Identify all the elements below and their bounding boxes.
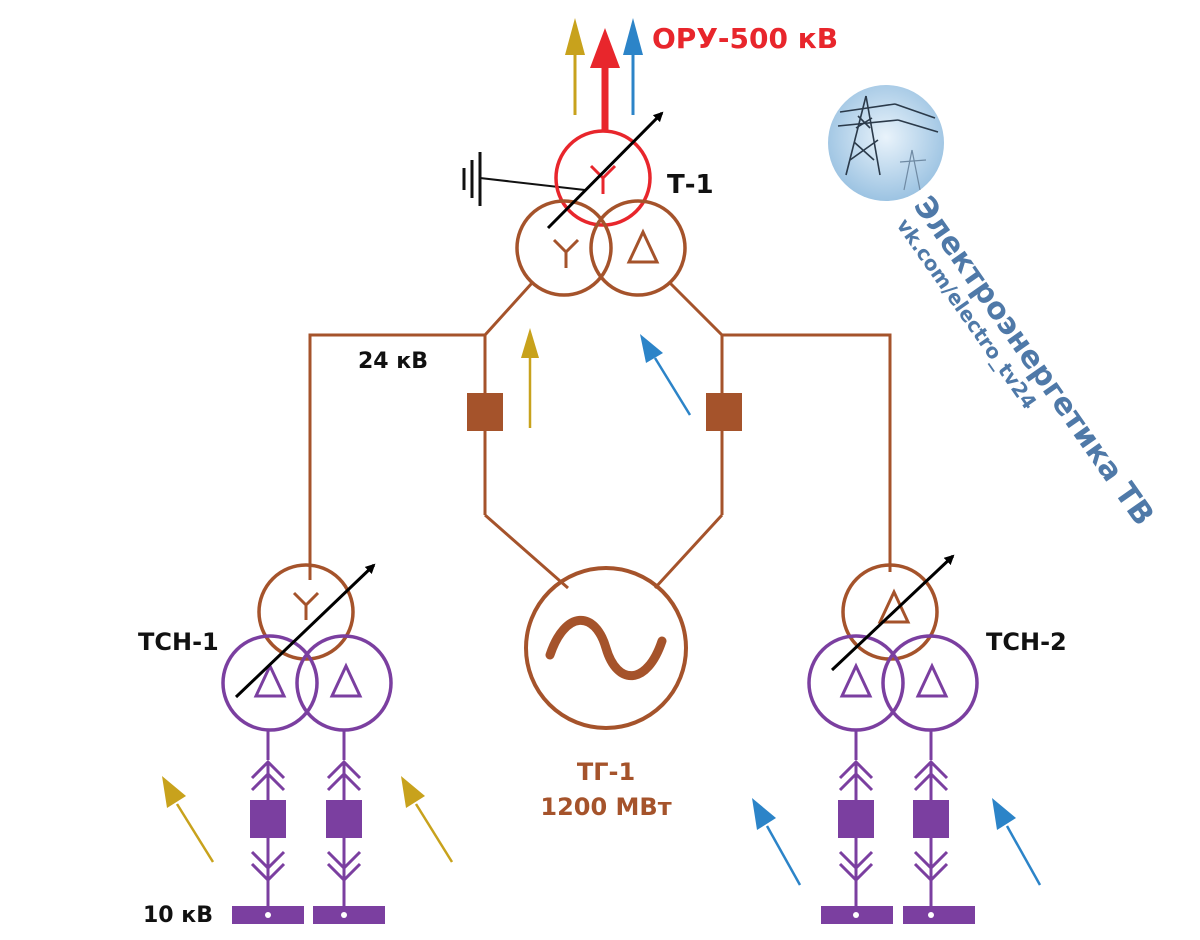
tsn1-lv-winding-2 [295,634,393,732]
tsn1-hv-winding [257,563,355,661]
generator-symbol [524,566,688,730]
delta-symbol-icon [253,662,287,698]
t1-hv-winding [554,129,652,227]
generator-breaker-left [467,393,503,431]
transmission-tower-icon [837,95,939,176]
oru-export-arrows [565,18,643,130]
kv24-label: 24 кВ [358,349,428,374]
delta-symbol-icon [329,662,363,698]
gold-flow-arrow [162,776,215,863]
tap-changer-arrow-icon [546,111,664,230]
tsn2-lv-winding-1 [807,634,905,732]
tsn1-feeder-1 [250,730,286,906]
wye-symbol-icon [552,238,580,268]
tap-changer-arrow-icon [234,563,376,699]
tg1-name-label: ТГ-1 [577,758,635,786]
delta-symbol-icon [915,662,949,698]
tsn2-feeder-2 [913,730,949,906]
wye-symbol-icon [292,591,320,620]
busbar-10kv-2b [903,906,975,924]
transformer-t1 [515,111,687,297]
tsn2-breaker-2 [913,800,949,838]
auxiliary-transformer-tsn2 [807,554,979,732]
tsn2-label: ТСН-2 [986,628,1067,656]
t1-lv-winding-1 [515,199,613,297]
blue-flow-arrow [752,798,802,886]
oru-label: ОРУ-500 кВ [652,22,838,55]
delta-symbol-icon [626,228,660,264]
generator-breaker-right [706,393,742,431]
tsn1-label: ТСН-1 [138,628,219,656]
blue-flow-arrow [992,798,1042,886]
tsn2-lv-winding-2 [881,634,979,732]
gold-flow-arrow [521,328,539,428]
blue-flow-arrow [623,18,643,115]
tsn2-breaker-1 [838,800,874,838]
t1-lv-winding-2 [589,199,687,297]
delta-symbol-icon [839,662,873,698]
ground-symbol [462,152,586,206]
tg1-power-label: 1200 МВт [540,793,671,821]
sine-wave-icon [545,615,667,681]
gold-flow-arrow [565,18,585,115]
busbar-10kv-1b [313,906,385,924]
red-flow-arrow [590,28,620,130]
gold-flow-arrow [401,776,454,863]
tsn2-feeder-1 [838,730,874,906]
generator-voltage-busbars [308,281,892,590]
tap-changer-arrow-icon [830,554,955,672]
tsn1-feeder-2 [326,730,362,906]
tsn1-breaker-2 [326,800,362,838]
tsn1-lv-winding-1 [221,634,319,732]
tsn1-breaker-1 [250,800,286,838]
delta-symbol-icon [877,588,911,624]
t1-label: Т-1 [667,170,714,200]
turbogenerator-tg1 [524,566,688,730]
auxiliary-transformer-tsn1 [221,563,393,732]
kv10-label: 10 кВ [143,903,213,928]
channel-logo [828,85,944,201]
blue-flow-arrow [640,334,692,416]
